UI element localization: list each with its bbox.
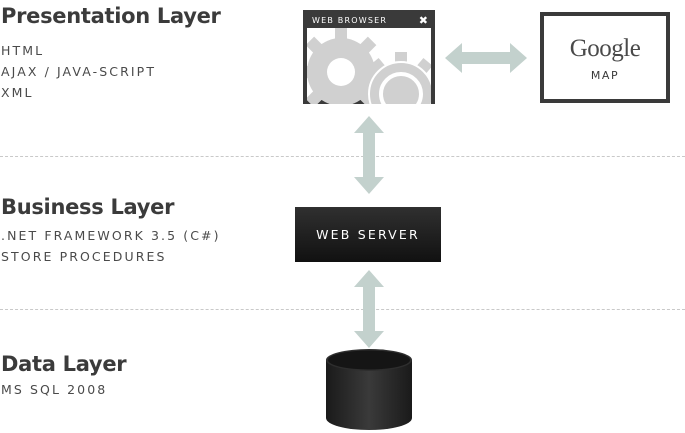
data-layer-items: MS SQL 2008 xyxy=(1,379,107,400)
presentation-item: AJAX / JAVA-SCRIPT xyxy=(1,64,157,79)
web-server-label: WEB SERVER xyxy=(316,227,420,242)
browser-server-arrow xyxy=(354,116,384,194)
business-layer-title: Business Layer xyxy=(1,195,175,219)
web-browser-box: WEB BROWSER ✖ xyxy=(303,10,435,104)
data-layer-title: Data Layer xyxy=(1,352,127,376)
data-item: MS SQL 2008 xyxy=(1,382,108,397)
server-database-arrow xyxy=(354,270,384,348)
layer-divider xyxy=(0,156,685,157)
browser-map-arrow xyxy=(445,43,527,73)
map-label: MAP xyxy=(590,69,620,82)
google-map-box: Google MAP xyxy=(540,12,670,103)
database-cylinder-icon xyxy=(326,349,412,430)
browser-title-bar: WEB BROWSER ✖ xyxy=(307,14,431,28)
presentation-item: HTML xyxy=(1,43,45,58)
business-item: .NET FRAMEWORK 3.5 (C#) xyxy=(1,228,221,243)
presentation-layer-title: Presentation Layer xyxy=(1,4,221,28)
web-server-box: WEB SERVER xyxy=(295,207,441,262)
presentation-item: XML xyxy=(1,85,34,100)
business-layer-items: .NET FRAMEWORK 3.5 (C#) STORE PROCEDURES xyxy=(1,225,221,267)
close-icon: ✖ xyxy=(418,14,428,27)
gears-icon xyxy=(307,28,431,104)
google-logo: Google xyxy=(569,35,641,62)
layer-divider xyxy=(0,309,685,310)
browser-label: WEB BROWSER xyxy=(312,16,388,25)
presentation-layer-items: HTML AJAX / JAVA-SCRIPT XML xyxy=(1,40,156,103)
business-item: STORE PROCEDURES xyxy=(1,249,167,264)
